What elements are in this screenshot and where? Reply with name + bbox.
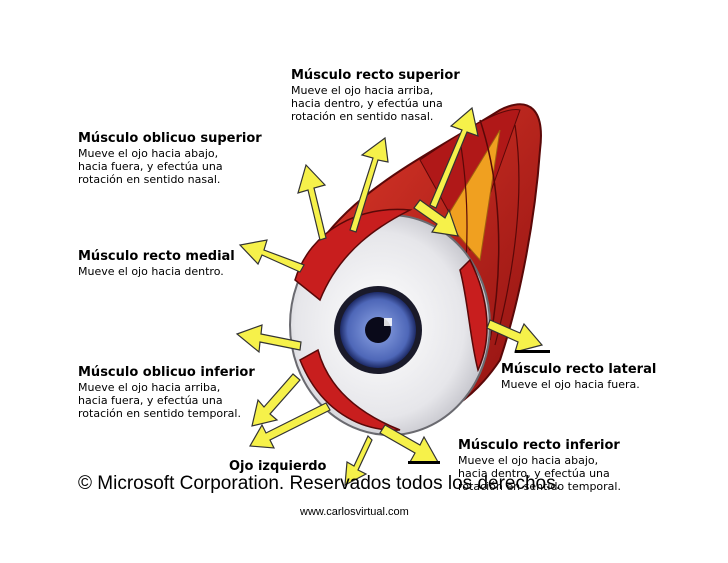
copyright-notice: © Microsoft Corporation. Reservados todo… bbox=[78, 473, 561, 494]
arrow-oblicuo-superior bbox=[297, 163, 327, 241]
label-desc: Mueve el ojo hacia arriba, hacia fuera, … bbox=[78, 380, 241, 420]
label-desc: Mueve el ojo hacia abajo, hacia dentro, … bbox=[458, 453, 621, 493]
arrow-inferior-down bbox=[344, 434, 373, 487]
label-oblicuo-superior: Músculo oblicuo superior Mueve el ojo ha… bbox=[78, 131, 262, 186]
iris-highlight bbox=[384, 318, 392, 326]
label-desc: Mueve el ojo hacia arriba, hacia dentro,… bbox=[291, 83, 443, 123]
label-title: Músculo recto superior bbox=[291, 68, 460, 83]
eye-caption: Ojo izquierdo bbox=[229, 459, 327, 474]
label-desc: Mueve el ojo hacia abajo, hacia fuera, y… bbox=[78, 146, 223, 186]
label-recto-inferior: Músculo recto inferior Mueve el ojo haci… bbox=[458, 438, 621, 493]
arrow-oblicuo-inferior-3 bbox=[249, 402, 331, 449]
website-link[interactable]: www.carlosvirtual.com bbox=[300, 506, 409, 518]
label-title: Músculo recto lateral bbox=[501, 362, 657, 377]
label-oblicuo-inferior: Músculo oblicuo inferior Mueve el ojo ha… bbox=[78, 365, 255, 420]
arrow-cone-down bbox=[413, 199, 459, 237]
arrow-oblicuo-inferior-1 bbox=[235, 324, 302, 354]
label-title: Músculo recto inferior bbox=[458, 438, 620, 453]
lateral-rectus-insertion bbox=[459, 258, 488, 373]
arrow-set bbox=[235, 106, 544, 487]
arrow-recto-lateral bbox=[486, 319, 544, 353]
label-title: Músculo oblicuo inferior bbox=[78, 365, 255, 380]
arrow-recto-medial bbox=[238, 239, 305, 273]
label-desc: Mueve el ojo hacia fuera. bbox=[501, 377, 640, 391]
arrow-oblicuo-inferior-2 bbox=[251, 373, 301, 427]
label-recto-lateral: Músculo recto lateral Mueve el ojo hacia… bbox=[501, 362, 656, 391]
arrow-oblicuo-superior-up bbox=[349, 136, 389, 233]
superior-rectus-insertion bbox=[294, 208, 413, 302]
label-title: Músculo oblicuo superior bbox=[78, 131, 262, 146]
arrow-bases bbox=[408, 350, 550, 464]
label-desc: Mueve el ojo hacia dentro. bbox=[78, 264, 224, 278]
inferior-oblique-insertion bbox=[299, 348, 401, 431]
label-title: Músculo recto medial bbox=[78, 249, 235, 264]
label-recto-superior: Músculo recto superior Mueve el ojo haci… bbox=[291, 68, 460, 123]
arrow-recto-superior bbox=[429, 106, 479, 209]
label-recto-medial: Músculo recto medial Mueve el ojo hacia … bbox=[78, 249, 235, 278]
iris bbox=[334, 286, 422, 374]
